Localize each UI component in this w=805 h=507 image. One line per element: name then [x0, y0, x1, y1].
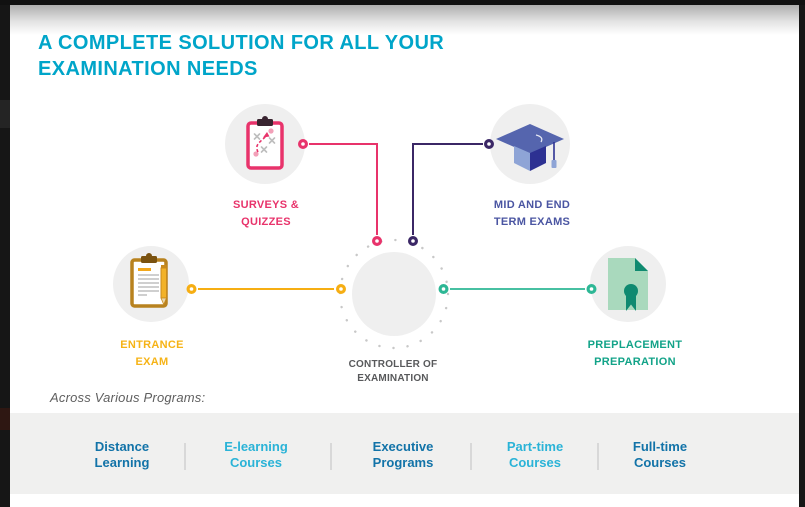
across-programs-label: Across Various Programs: [50, 390, 206, 405]
connector-ring [372, 236, 383, 247]
program-separator [597, 443, 599, 470]
connector-ring [484, 139, 495, 150]
preplacement-connector [438, 284, 597, 295]
controller-circle [352, 252, 436, 336]
surveys-label: SURVEYS & QUIZZES [232, 199, 300, 228]
right-edge-bar [799, 0, 805, 507]
controller-dotted-ring [338, 238, 450, 350]
program-elearning-courses: E-learning Courses [224, 439, 288, 470]
program-full-time-courses: Full-time Courses [632, 439, 688, 470]
program-separator [184, 443, 186, 470]
programs-band: Distance Learning E-learning Courses Exe… [10, 413, 799, 494]
preplacement-label: PREPLACEMENT PREPARATION [587, 339, 683, 368]
graduation-cap-icon [496, 124, 564, 171]
midterm-connector [408, 139, 495, 247]
program-separator [470, 443, 472, 470]
connector-ring [438, 284, 449, 295]
clipboard-strategy-icon [246, 116, 284, 170]
connector-ring [408, 236, 419, 247]
program-separator [330, 443, 332, 470]
controller-label: CONTROLLER OF EXAMINATION [348, 359, 438, 384]
program-executive-programs: Executive Programs [372, 439, 434, 470]
midterm-label: MID AND END TERM EXAMS [493, 199, 571, 228]
top-edge-bar [0, 0, 805, 5]
surveys-connector [298, 139, 383, 247]
left-edge-bar [0, 0, 10, 507]
clipboard-pencil-icon [130, 253, 168, 308]
certificate-icon [608, 258, 648, 311]
entrance-connector [186, 284, 347, 295]
connector-ring [336, 284, 347, 295]
connector-ring [298, 139, 309, 150]
header-gradient [10, 5, 799, 35]
entrance-label: ENTRANCE EXAM [120, 339, 184, 368]
connector-ring [186, 284, 197, 295]
program-part-time-courses: Part-time Courses [506, 439, 564, 470]
page-title: A COMPLETE SOLUTION FOR ALL YOUR EXAMINA… [38, 32, 445, 80]
connector-ring [586, 284, 597, 295]
program-distance-learning: Distance Learning [94, 439, 150, 470]
